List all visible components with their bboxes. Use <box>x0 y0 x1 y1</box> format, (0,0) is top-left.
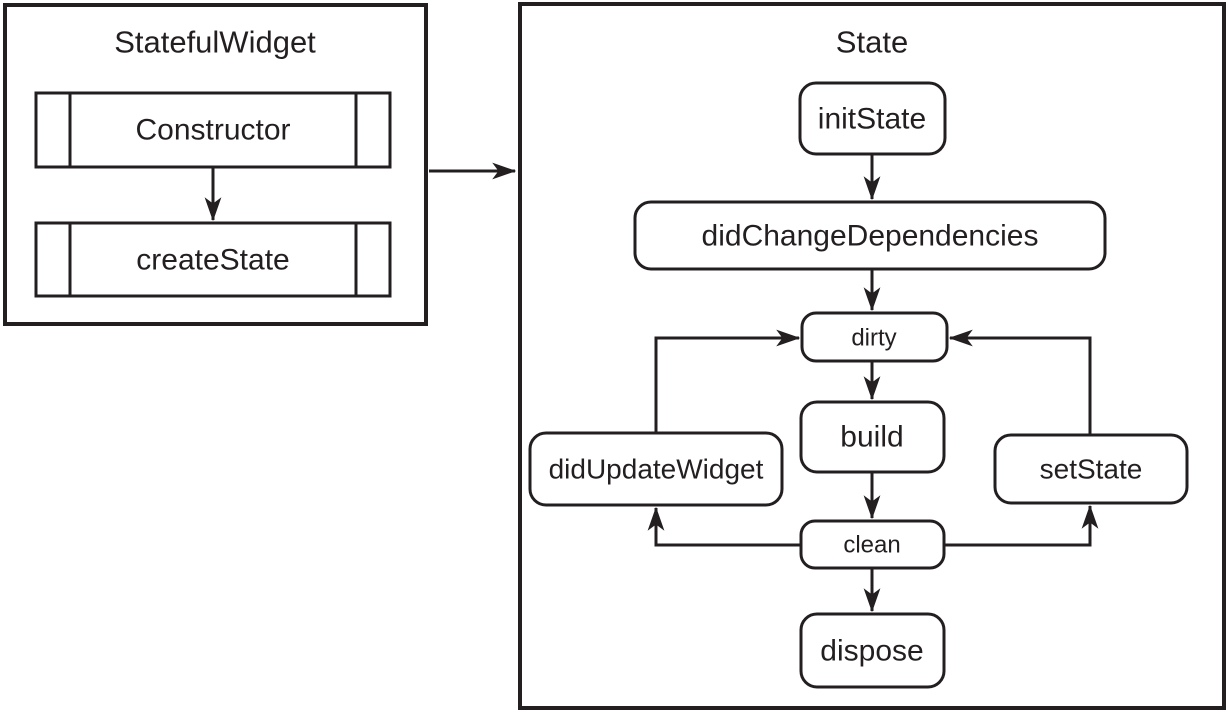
node-dispose-box <box>799 612 946 689</box>
edge-setstate-dirty <box>948 329 1092 435</box>
state-panel-title: State <box>836 25 908 60</box>
node-dispose-label: dispose <box>820 635 923 668</box>
node-clean-label: clean <box>843 532 900 559</box>
node-didupdatewidget: didUpdateWidget <box>528 431 784 507</box>
edge-clean-setstate <box>944 504 1099 547</box>
node-clean: clean <box>799 519 946 570</box>
node-createstate-label: createState <box>136 244 289 277</box>
node-didchangedependencies-label: didChangeDependencies <box>702 220 1039 253</box>
node-createstate-box <box>34 221 392 298</box>
node-build-label: build <box>840 421 903 454</box>
node-setstate-label: setState <box>1040 454 1143 485</box>
node-dirty: dirty <box>800 311 949 363</box>
node-constructor: Constructor <box>34 91 392 169</box>
node-build: build <box>799 400 946 474</box>
node-initstate: initState <box>798 81 947 156</box>
node-initstate-label: initState <box>818 103 926 136</box>
node-constructor-box <box>34 91 392 169</box>
node-didupdatewidget-label: didUpdateWidget <box>549 454 764 485</box>
node-dirty-box <box>800 311 949 363</box>
node-setstate: setState <box>993 433 1189 505</box>
node-constructor-label: Constructor <box>135 114 290 147</box>
node-didchangedependencies: didChangeDependencies <box>633 200 1107 271</box>
statefulwidget-panel-title: StatefulWidget <box>114 25 316 60</box>
node-dirty-label: dirty <box>851 325 896 352</box>
node-didchangedependencies-box <box>633 200 1107 271</box>
edge-didupdatewidget-dirty <box>654 329 801 433</box>
node-createstate: createState <box>34 221 392 298</box>
node-dispose: dispose <box>799 612 946 689</box>
edge-clean-didupdatewidget <box>647 506 801 547</box>
